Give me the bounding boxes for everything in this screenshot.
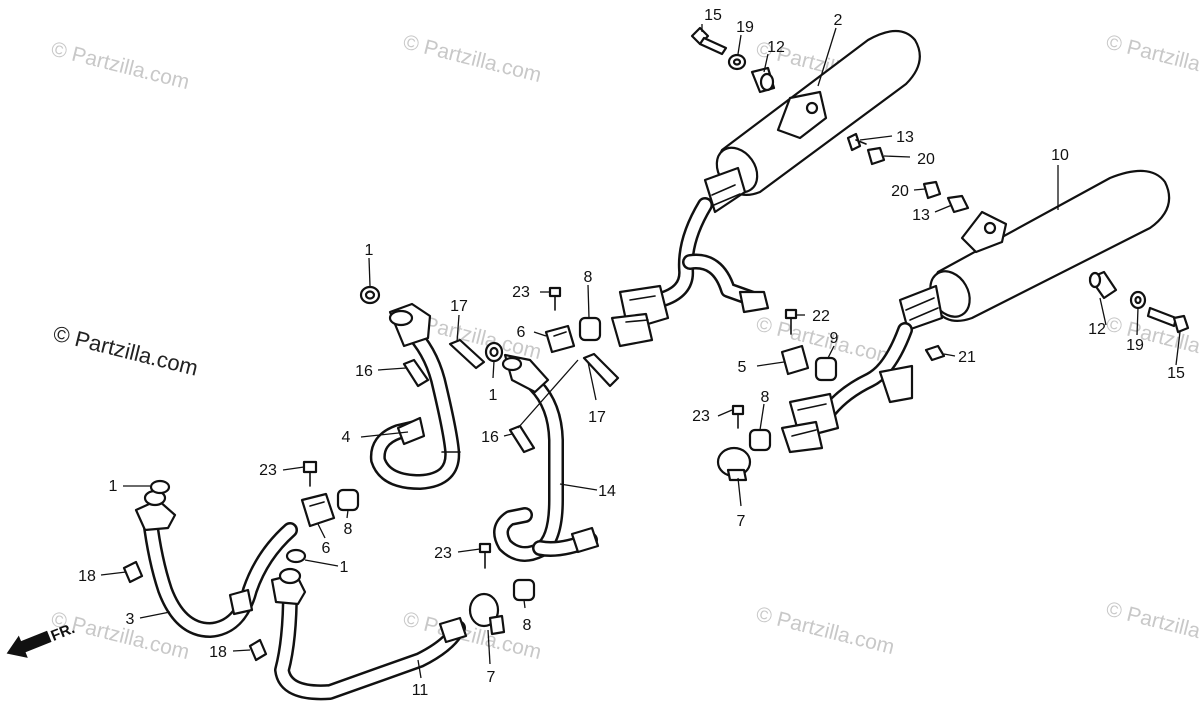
- bolt-23-a[interactable]: [548, 286, 562, 311]
- callout-20[interactable]: 20: [917, 151, 935, 168]
- part-11-exhaust-pipe[interactable]: [270, 567, 468, 701]
- callout-1[interactable]: 1: [109, 478, 118, 495]
- callout-17[interactable]: 17: [588, 409, 606, 426]
- gasket-1-c[interactable]: [149, 479, 171, 495]
- part-14-exhaust-pipe[interactable]: [493, 353, 600, 562]
- nut-21[interactable]: [924, 344, 946, 362]
- callout-8[interactable]: 8: [584, 269, 593, 286]
- callout-10[interactable]: 10: [1051, 147, 1069, 164]
- callout-1[interactable]: 1: [489, 387, 498, 404]
- callout-12[interactable]: 12: [1088, 321, 1106, 338]
- gasket-1-a[interactable]: [359, 285, 381, 305]
- bolt-13-lower[interactable]: [946, 194, 970, 214]
- stud-18-a[interactable]: [122, 560, 144, 584]
- callout-20[interactable]: 20: [891, 183, 909, 200]
- callout-16[interactable]: 16: [355, 363, 373, 380]
- callout-labels: 15 19 12 2 13 20 20 13 10 12 19 15 21 1 …: [78, 7, 1185, 699]
- callout-18[interactable]: 18: [78, 568, 96, 585]
- front-direction-arrow: FR.: [6, 620, 77, 658]
- callout-2[interactable]: 2: [834, 12, 843, 29]
- leader-lines: [100, 24, 1181, 679]
- nut-20-upper[interactable]: [866, 146, 886, 166]
- bolt-15-upper[interactable]: [690, 26, 728, 56]
- callout-23[interactable]: 23: [692, 408, 710, 425]
- sleeve-9[interactable]: [814, 356, 838, 382]
- sleeve-8-b[interactable]: [748, 428, 772, 452]
- callout-1[interactable]: 1: [340, 559, 349, 576]
- callout-19[interactable]: 19: [1126, 337, 1144, 354]
- clamp-5[interactable]: [780, 344, 810, 376]
- arrow-left-icon: [6, 630, 52, 658]
- callout-12[interactable]: 12: [767, 39, 785, 56]
- stud-16-a[interactable]: [402, 358, 430, 388]
- callout-13[interactable]: 13: [896, 129, 914, 146]
- part-3-exhaust-pipe[interactable]: [134, 489, 298, 638]
- watermark-text: © Partzilla.com: [401, 31, 544, 88]
- stud-17-b[interactable]: [582, 352, 620, 388]
- callout-22[interactable]: 22: [812, 308, 830, 325]
- watermark-text-dark: © Partzilla.com: [51, 321, 201, 381]
- sleeve-8-d[interactable]: [512, 578, 536, 602]
- part-4-exhaust-pipe[interactable]: [369, 302, 461, 490]
- watermark-text: © Partzilla.com: [754, 603, 897, 660]
- watermark-text: © Partzilla.com: [49, 38, 192, 95]
- bolt-15-lower[interactable]: [1146, 306, 1190, 334]
- nut-20-lower[interactable]: [922, 180, 942, 200]
- watermark-layer: © Partzilla.com © Partzilla.com © Partzi…: [49, 31, 1200, 665]
- callout-1[interactable]: 1: [365, 242, 374, 259]
- stud-16-b[interactable]: [508, 424, 536, 454]
- clamp-6-lower[interactable]: [300, 492, 336, 528]
- callout-15[interactable]: 15: [704, 7, 722, 24]
- callout-16[interactable]: 16: [481, 429, 499, 446]
- callout-21[interactable]: 21: [958, 349, 976, 366]
- sleeve-8-c[interactable]: [336, 488, 360, 512]
- sleeve-8-a[interactable]: [578, 316, 602, 342]
- bolt-23-c[interactable]: [302, 460, 318, 487]
- callout-4[interactable]: 4: [342, 429, 351, 446]
- band-7-right[interactable]: [716, 446, 752, 482]
- collar-12-lower[interactable]: [1088, 270, 1118, 300]
- part-2-muffler-upper[interactable]: [703, 29, 921, 214]
- callout-7[interactable]: 7: [737, 513, 746, 530]
- part-10-muffler-pipes: [780, 322, 914, 454]
- callout-14[interactable]: 14: [598, 483, 616, 500]
- callout-8[interactable]: 8: [523, 617, 532, 634]
- callout-5[interactable]: 5: [738, 359, 747, 376]
- callout-23[interactable]: 23: [259, 462, 277, 479]
- callout-11[interactable]: 11: [412, 682, 429, 699]
- callout-9[interactable]: 9: [830, 330, 839, 347]
- washer-19-upper[interactable]: [727, 53, 747, 71]
- part-2-muffler-pipes: [610, 197, 770, 348]
- washer-19-lower[interactable]: [1129, 290, 1147, 310]
- stud-18-b[interactable]: [248, 638, 268, 662]
- callout-15[interactable]: 15: [1167, 365, 1185, 382]
- bolt-13-upper[interactable]: [846, 132, 867, 152]
- callout-8[interactable]: 8: [761, 389, 770, 406]
- callout-18[interactable]: 18: [209, 644, 227, 661]
- callout-19[interactable]: 19: [736, 19, 754, 36]
- callout-13[interactable]: 13: [912, 207, 930, 224]
- callout-7[interactable]: 7: [487, 669, 496, 686]
- callout-6[interactable]: 6: [322, 540, 331, 557]
- gasket-1-d[interactable]: [285, 548, 307, 564]
- callout-23[interactable]: 23: [434, 545, 452, 562]
- bolt-22[interactable]: [784, 308, 798, 335]
- band-7-lower[interactable]: [468, 592, 506, 636]
- callout-3[interactable]: 3: [126, 611, 135, 628]
- bolt-23-d[interactable]: [478, 542, 492, 569]
- bolt-23-b[interactable]: [731, 404, 745, 429]
- callout-17[interactable]: 17: [450, 298, 468, 315]
- callout-23[interactable]: 23: [512, 284, 530, 301]
- clamp-6-upper[interactable]: [544, 324, 576, 354]
- collar-12-upper[interactable]: [750, 66, 776, 94]
- watermark-text: © Partzilla.com: [1104, 598, 1200, 655]
- part-10-muffler-lower[interactable]: [898, 169, 1171, 332]
- gasket-1-b[interactable]: [484, 341, 504, 363]
- callout-6[interactable]: 6: [517, 324, 526, 341]
- callout-8[interactable]: 8: [344, 521, 353, 538]
- watermark-text: © Partzilla.com: [1104, 31, 1200, 88]
